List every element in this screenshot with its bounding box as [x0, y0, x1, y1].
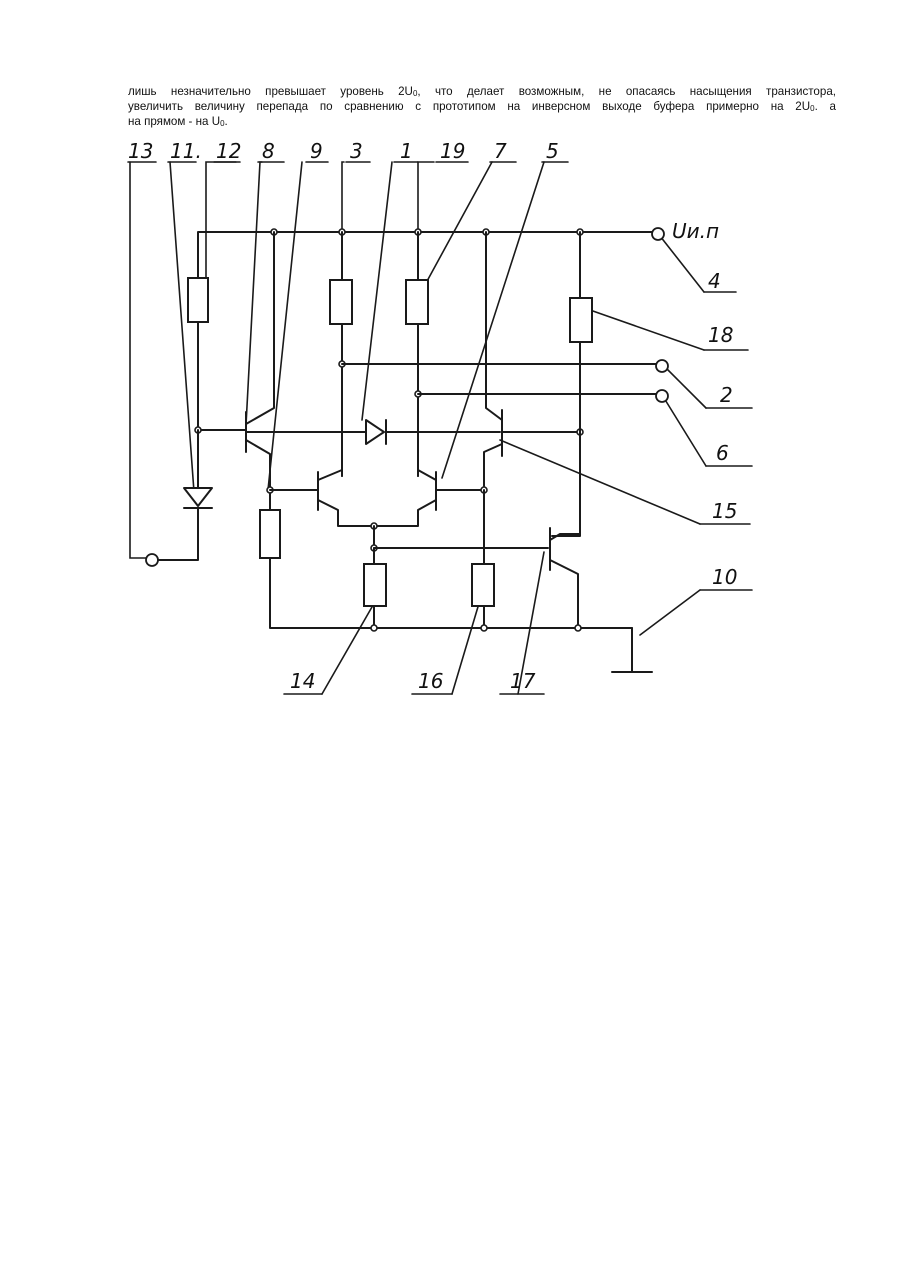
- diode-1: [246, 420, 500, 444]
- label-8: 8: [262, 139, 275, 163]
- terminal-13: [146, 554, 158, 566]
- label-10: 10: [712, 565, 737, 589]
- terminal-6: [656, 390, 668, 402]
- label-18: 18: [708, 323, 733, 347]
- transistor-15: [484, 232, 583, 486]
- transistor-17: [550, 528, 580, 628]
- label-15: 15: [712, 499, 737, 523]
- transistor-19: [318, 470, 374, 526]
- supply-terminal: [652, 228, 664, 240]
- node-gnd-16: [481, 625, 487, 631]
- label-7: 7: [494, 139, 507, 163]
- label-4: 4: [708, 269, 721, 293]
- resistor-16: [472, 564, 494, 606]
- label-underlines: [128, 162, 752, 694]
- resistor-12: [188, 278, 208, 322]
- label-19: 19: [440, 139, 465, 163]
- terminal-2: [656, 360, 668, 372]
- resistor-7: [406, 280, 428, 324]
- resistor-9: [260, 510, 280, 558]
- ground-symbol: [612, 628, 652, 672]
- diode-11: [158, 430, 212, 560]
- label-5: 5: [546, 139, 559, 163]
- label-1: 1: [400, 139, 413, 163]
- label-14: 14: [290, 669, 315, 693]
- node-gnd-14: [371, 625, 377, 631]
- node-gnd-17: [575, 625, 581, 631]
- resistor-18: [570, 298, 592, 342]
- supply-rail: [198, 229, 652, 280]
- wire-r18-down: [552, 342, 580, 536]
- resistor-14: [364, 564, 386, 606]
- label-6: 6: [716, 441, 729, 465]
- label-13: 13: [128, 139, 153, 163]
- label-16: 16: [418, 669, 443, 693]
- label-9: 9: [310, 139, 323, 163]
- transistor-5: [374, 470, 487, 526]
- label-12: 12: [216, 139, 241, 163]
- label-2: 2: [720, 383, 733, 407]
- resistor-3: [330, 280, 352, 324]
- label-supply: Uи.п: [672, 219, 719, 243]
- label-3: 3: [350, 139, 363, 163]
- label-17: 17: [510, 669, 536, 693]
- label-11: 11.: [170, 139, 202, 163]
- wire-r12-down: [198, 322, 246, 430]
